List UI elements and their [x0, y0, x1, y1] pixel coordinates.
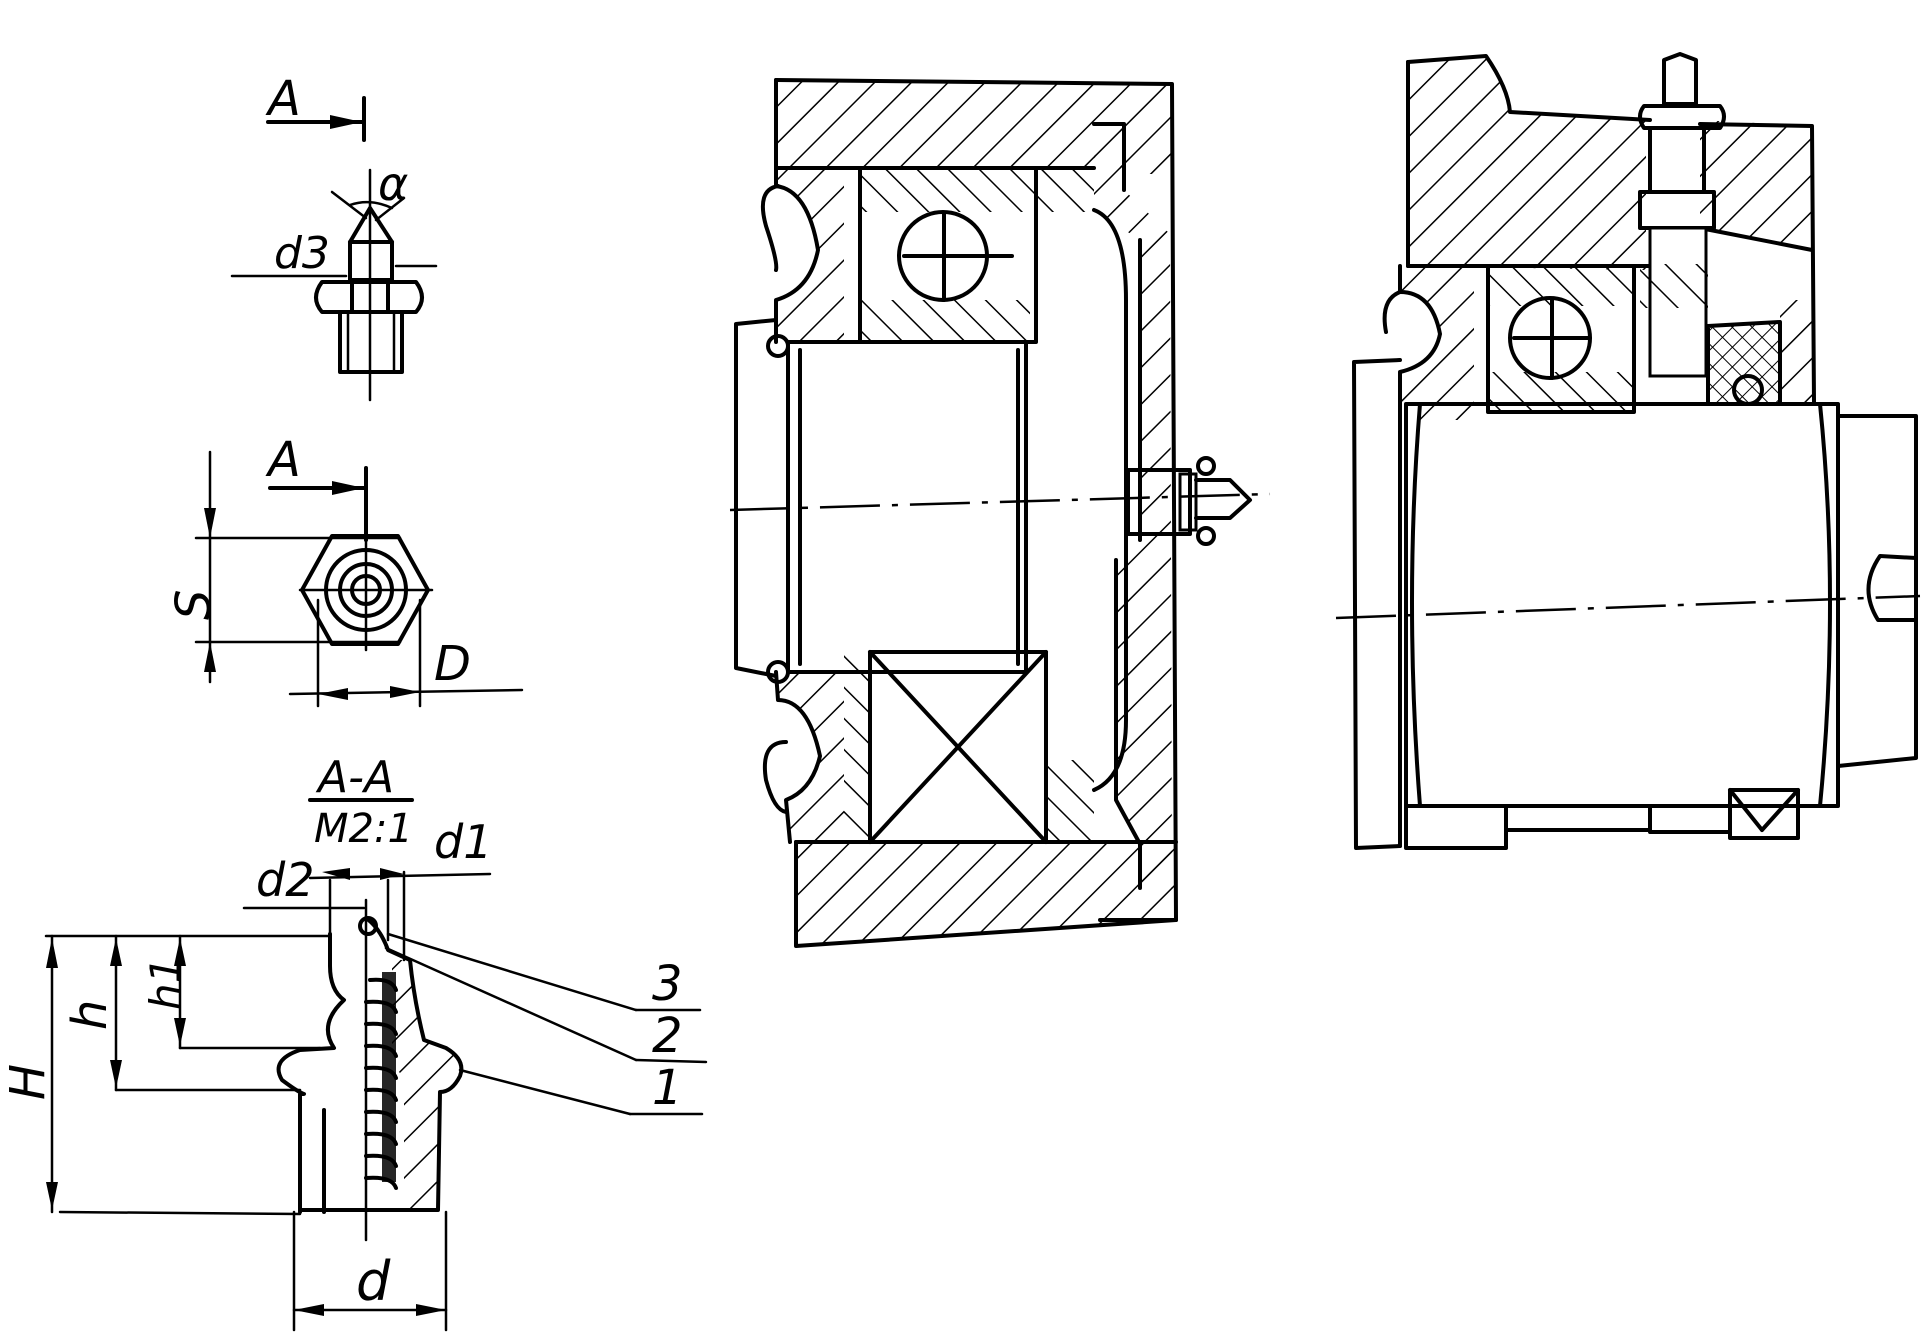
d2-label: d2	[256, 853, 314, 907]
spring	[364, 972, 398, 1190]
d-label: d	[356, 1250, 391, 1313]
d3-label: d3	[274, 228, 330, 279]
bearing-assembly-side-nipple	[1335, 52, 1921, 850]
nipple-front-view	[230, 96, 438, 402]
h-label: h	[62, 1000, 118, 1030]
bearing-assembly-end-cap	[729, 78, 1271, 948]
d1-label: d1	[434, 815, 492, 869]
section-title: A-A	[315, 752, 394, 803]
s-label: S	[166, 590, 222, 620]
callout-3: 3	[652, 956, 683, 1012]
h1-label: h1	[141, 957, 190, 1010]
angle-label: α	[378, 157, 408, 211]
section-a-a	[44, 798, 708, 1332]
H-label: H	[0, 1064, 56, 1100]
scale-label: M2:1	[314, 806, 413, 852]
callout-1: 1	[652, 1060, 683, 1116]
callout-2: 2	[652, 1008, 683, 1064]
d-outer-label: D	[434, 636, 471, 692]
view-a-mid-label: A	[265, 432, 301, 488]
view-a-top-label: A	[265, 71, 301, 127]
nipple-top-view	[194, 450, 524, 708]
